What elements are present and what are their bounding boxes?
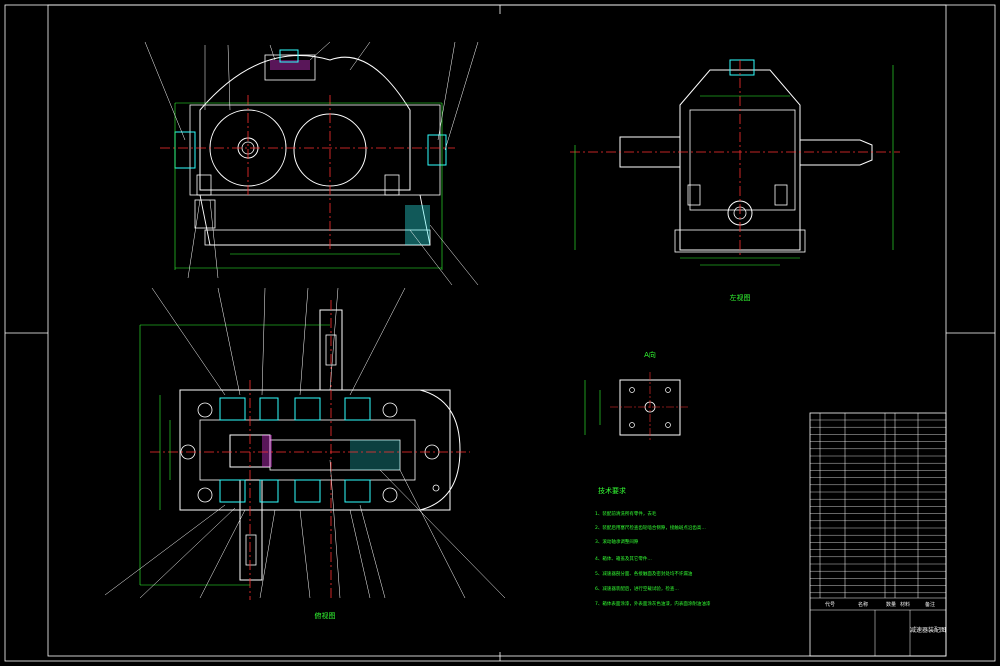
side-view: 左视图 bbox=[570, 59, 900, 302]
bom-header-name: 名称 bbox=[858, 601, 868, 608]
title-block: 代号 名称 数量 材料 备注 减速器装配图 bbox=[809, 412, 947, 657]
tech-req-item: 2、装配后用塞尺检查齿轮啮合侧隙，接触斑点沿齿高… bbox=[595, 524, 706, 531]
tech-req-item: 7、箱体表面涂漆，外表面涂灰色油漆，内表面涂耐油油漆 bbox=[595, 600, 711, 607]
bom-header-remark: 备注 bbox=[925, 601, 935, 608]
tech-req-item: 5、减速器剖分面、各接触面及密封处均不许漏油 bbox=[595, 570, 693, 577]
tech-req-title: 技术要求 bbox=[598, 486, 626, 495]
bom-header-code: 代号 bbox=[825, 601, 835, 608]
tech-req-item: 6、减速器装配后，进行空载试验，检查… bbox=[595, 585, 679, 592]
a-view: A向 bbox=[584, 350, 690, 442]
side-view-caption: 左视图 bbox=[730, 293, 751, 302]
top-view: 俯视图 bbox=[104, 287, 506, 620]
front-view bbox=[144, 41, 479, 286]
tech-requirements: 技术要求 1、装配前清洗所有零件，去毛 2、装配后用塞尺检查齿轮啮合侧隙，接触斑… bbox=[595, 486, 711, 607]
tech-req-item: 3、滚动轴承调整间隙 bbox=[595, 538, 639, 545]
bom-header-qty: 数量 bbox=[886, 601, 896, 608]
tech-req-item: 4、箱体、箱盖及其它零件… bbox=[595, 555, 652, 562]
sheet-frame bbox=[4, 4, 996, 662]
drawing-title: 减速器装配图 bbox=[910, 626, 946, 634]
tech-req-item: 1、装配前清洗所有零件，去毛 bbox=[595, 510, 657, 517]
bom-header-material: 材料 bbox=[900, 601, 910, 608]
a-view-caption: A向 bbox=[644, 350, 656, 359]
top-view-caption: 俯视图 bbox=[315, 611, 336, 620]
